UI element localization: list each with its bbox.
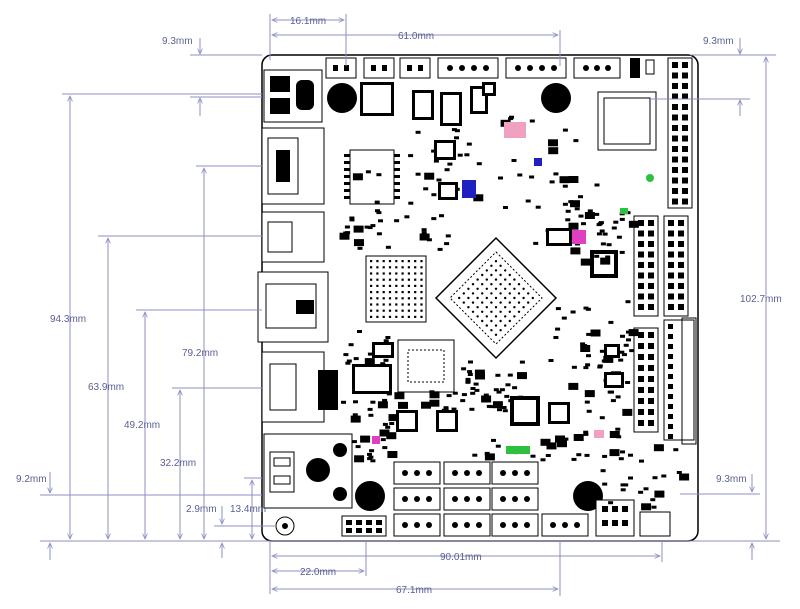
connector-fan2 [363,57,395,79]
hdmi-port [257,271,329,343]
svg-text:63.9mm: 63.9mm [88,382,124,393]
dim-left-9-2: 9.2mm [16,472,262,560]
memory-bga [365,255,427,323]
svg-text:102.7mm: 102.7mm [740,294,782,305]
large-capacitors [327,83,603,511]
rj45-port [261,127,325,205]
qfp-chips [396,91,657,432]
svg-text:9.2mm: 9.2mm [16,474,47,485]
left-io-connectors [257,69,353,536]
svg-text:9.3mm: 9.3mm [703,36,734,47]
soc-bga [434,236,558,360]
soic-chip [344,149,400,205]
memory-chip-2 [397,339,455,393]
svg-text:2.9mm: 2.9mm [186,504,217,515]
dim-left-32-2: 32.2mm [160,387,262,539]
svg-text:9.3mm: 9.3mm [716,474,747,485]
top-connectors [325,57,655,79]
svg-text:79.2mm: 79.2mm [182,348,218,359]
connector-fan3 [399,57,431,79]
dim-right-102-7: 102.7mm [698,54,782,539]
dim-left-79-2: 79.2mm [182,165,262,539]
accent-components [372,122,654,454]
connector-4pin-a [437,57,499,79]
right-lower-headers [633,215,697,445]
dim-top-left-9-3: 9.3mm [162,36,262,116]
dim-left-2-9: 2.9mm [186,504,276,558]
dim-left-94-3: 94.3mm [50,93,262,539]
dim-top-61-0: 61.0mm [272,31,558,42]
dim-left-13-4: 13.4mm [230,477,266,539]
pcb-board [257,54,699,542]
usb-port-a [261,211,325,263]
svg-text:49.2mm: 49.2mm [124,420,160,431]
dim-left-63-9: 63.9mm [88,235,262,539]
dim-bottom-90-01: 90.01mm [272,552,660,563]
dim-bottom-67-1: 67.1mm [272,585,558,596]
connector-fan1 [325,57,357,79]
svg-text:22.0mm: 22.0mm [300,567,336,578]
bottom-connectors [341,461,671,537]
dim-left-49-2: 49.2mm [124,309,262,539]
connector-4pin-b [505,57,567,79]
small-components [339,82,690,511]
dimension-annotations: 16.1mm 61.0mm 9.3mm 9.3mm 94. [16,14,782,596]
svg-text:90.01mm: 90.01mm [440,552,482,563]
right-pin-header [667,57,693,209]
svg-text:32.2mm: 32.2mm [160,458,196,469]
svg-text:9.3mm: 9.3mm [162,36,193,47]
svg-text:67.1mm: 67.1mm [396,585,432,596]
svg-text:16.1mm: 16.1mm [290,16,326,27]
dim-right-9-3: 9.3mm [680,474,760,560]
svg-text:61.0mm: 61.0mm [398,31,434,42]
svg-text:13.4mm: 13.4mm [230,504,266,515]
dim-top-16-1: 16.1mm [272,16,344,27]
svg-text:94.3mm: 94.3mm [50,314,86,325]
dim-bottom-22-0: 22.0mm [272,567,364,578]
usb-port-b [261,351,325,423]
